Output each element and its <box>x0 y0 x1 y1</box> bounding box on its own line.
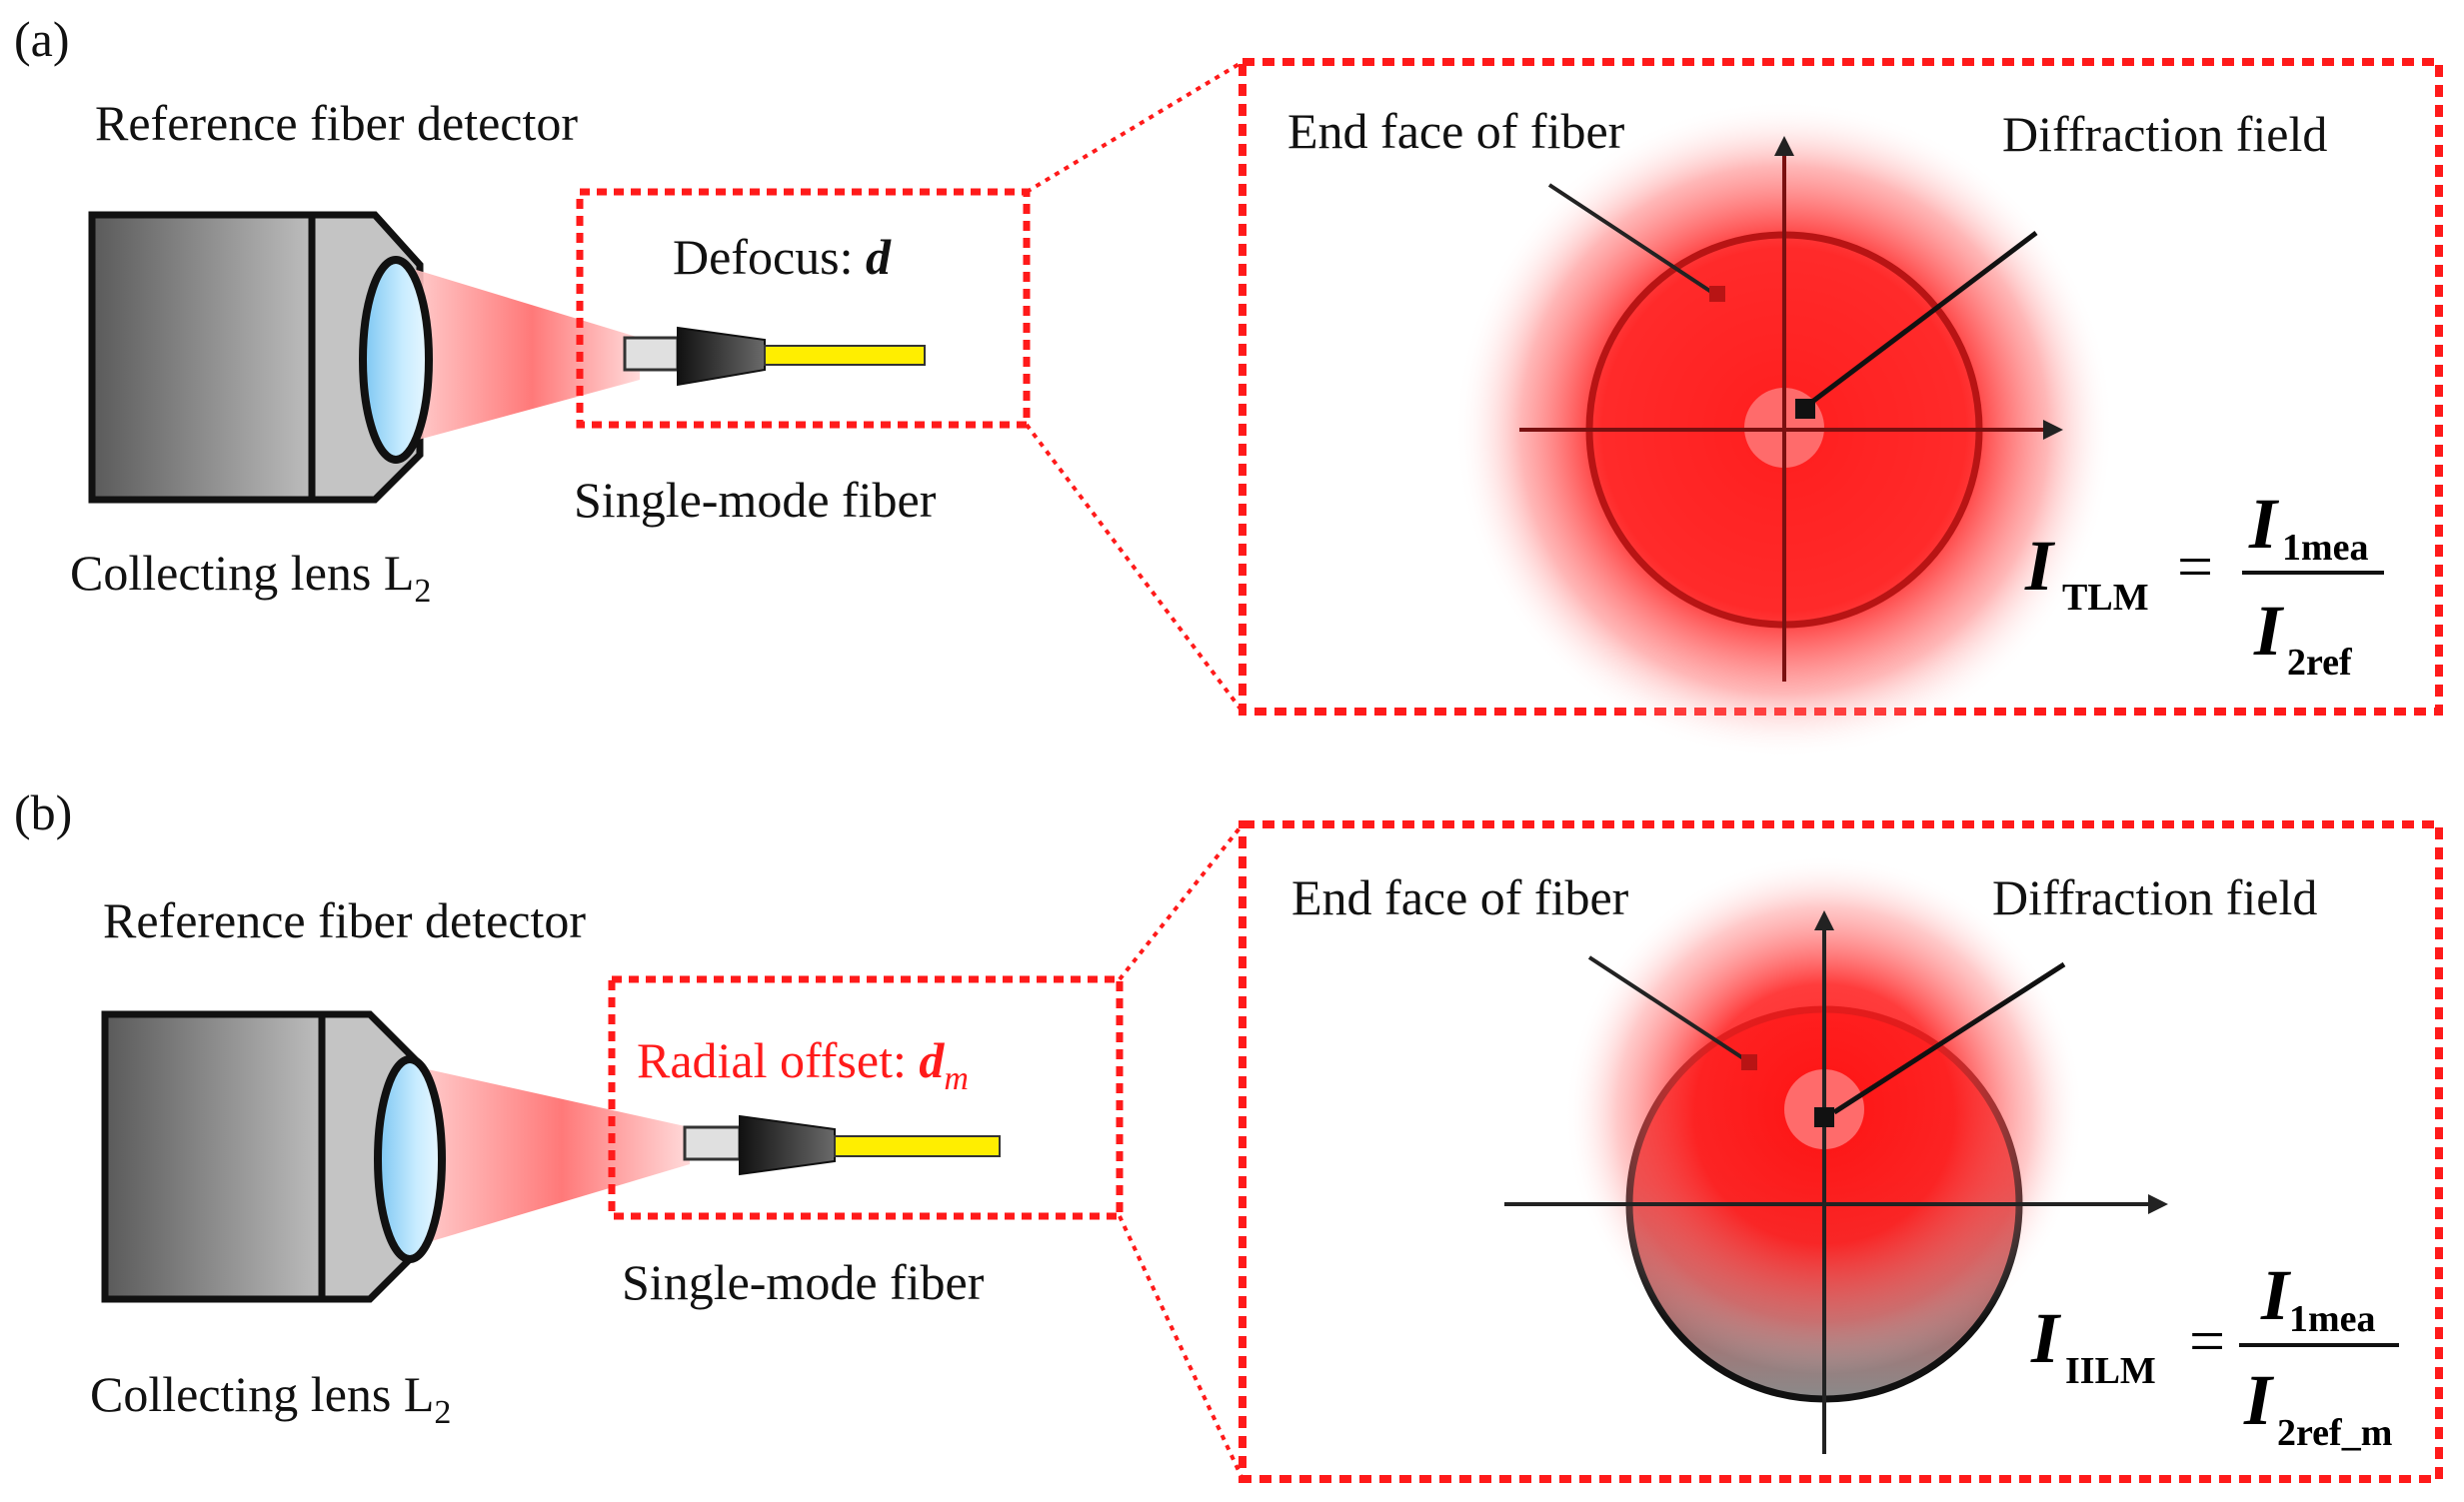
panel-b-connector-bottom <box>1118 1215 1244 1480</box>
svg-text:I: I <box>2248 484 2280 564</box>
panel-a-detector-label: Reference fiber detector <box>95 95 578 151</box>
panel-a-fiber <box>623 326 926 387</box>
panel-a-end-face-label: End face of fiber <box>1287 103 1625 159</box>
panel-a-detector <box>88 211 640 504</box>
panel-b-fiber <box>683 1114 1001 1176</box>
svg-text:2ref_m: 2ref_m <box>2277 1412 2392 1454</box>
svg-text:=: = <box>2189 1305 2225 1376</box>
panel-b-lens <box>374 1055 446 1263</box>
svg-text:I: I <box>2030 1298 2062 1378</box>
panel-a-diffraction-label: Diffraction field <box>2002 106 2327 162</box>
panel-a-tag: (a) <box>14 11 70 67</box>
panel-a-defocus-label: Defocus: d <box>673 229 892 285</box>
panel-a-connector-bottom <box>1025 423 1244 714</box>
panel-a-light-cone <box>400 265 640 445</box>
panel-b-field <box>1504 854 2168 1454</box>
svg-text:IILM: IILM <box>2065 1350 2156 1392</box>
panel-b-lens-label: Collecting lens L2 <box>90 1366 451 1431</box>
panel-b-offset-label: Radial offset: dm <box>637 1032 969 1097</box>
panel-b-connector-top <box>1118 822 1244 981</box>
svg-text:TLM: TLM <box>2062 577 2149 619</box>
svg-text:2ref: 2ref <box>2287 642 2353 684</box>
panel-a-field <box>1454 100 2114 759</box>
panel-a-formula: I TLM = I 1mea I 2ref <box>2024 484 2384 684</box>
panel-b-light-cone <box>405 1064 690 1249</box>
svg-text:=: = <box>2177 531 2213 602</box>
panel-b-detector <box>101 1010 690 1303</box>
svg-text:1mea: 1mea <box>2282 527 2369 569</box>
svg-text:1mea: 1mea <box>2289 1298 2376 1340</box>
panel-a-connector-top <box>1025 60 1244 194</box>
panel-a-lens <box>359 256 433 464</box>
panel-b: (b) Reference fiber detector Collecting … <box>14 784 2443 1483</box>
panel-b-zoom-box-large <box>1238 820 2443 1483</box>
panel-a-fiber-label: Single-mode fiber <box>574 472 937 528</box>
panel-a-lens-label: Collecting lens L2 <box>70 545 431 610</box>
panel-a-zoom-box-small <box>576 188 1031 429</box>
svg-text:I: I <box>2260 1255 2292 1335</box>
svg-text:I: I <box>2024 526 2056 606</box>
panel-b-detector-label: Reference fiber detector <box>103 892 586 948</box>
panel-b-diffraction-label: Diffraction field <box>1992 869 2317 925</box>
svg-text:I: I <box>2253 591 2285 671</box>
svg-text:I: I <box>2243 1360 2275 1440</box>
panel-b-zoom-box-small <box>608 975 1124 1220</box>
panel-b-tag: (b) <box>14 784 72 840</box>
panel-b-fiber-label: Single-mode fiber <box>622 1254 985 1310</box>
panel-b-formula: I IILM = I 1mea I 2ref_m <box>2030 1255 2399 1454</box>
panel-b-end-face-label: End face of fiber <box>1291 869 1629 925</box>
panel-a: (a) Reference fiber detector Collecting … <box>14 11 2443 759</box>
